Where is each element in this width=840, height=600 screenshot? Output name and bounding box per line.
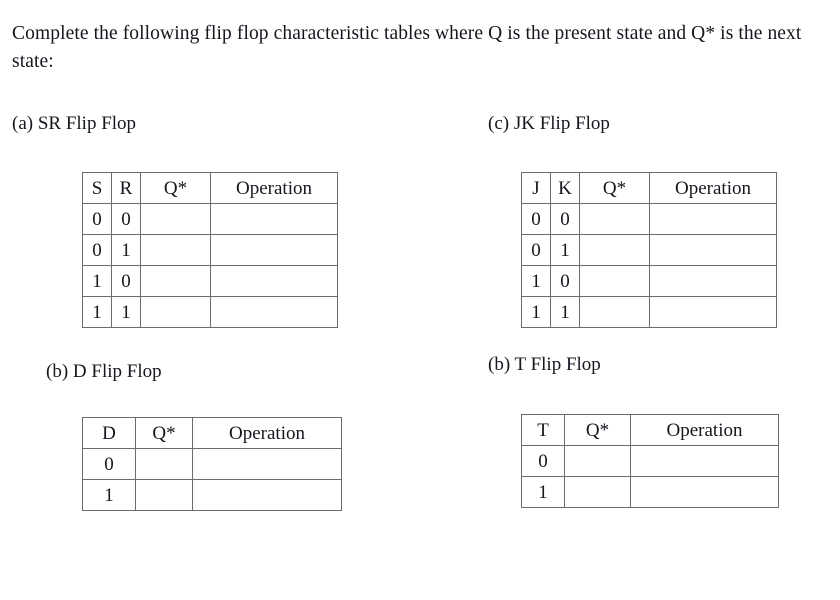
column-header-q-next: Q* — [135, 417, 193, 449]
column-header-q-next: Q* — [140, 172, 211, 204]
column-header-r: R — [111, 172, 141, 204]
cell-s: 1 — [82, 296, 112, 328]
section-label-jk-flip-flop: (c) JK Flip Flop — [488, 113, 610, 134]
cell-q-next-input[interactable] — [579, 296, 650, 328]
cell-q-next-input[interactable] — [140, 265, 211, 297]
cell-t: 0 — [521, 445, 565, 477]
cell-j: 1 — [521, 265, 551, 297]
cell-operation-input[interactable] — [630, 445, 779, 477]
cell-operation-input[interactable] — [630, 476, 779, 508]
table-header-row: D Q* Operation — [82, 417, 342, 449]
cell-k: 1 — [550, 296, 580, 328]
cell-operation-input[interactable] — [192, 479, 342, 511]
table-row: 0 — [82, 448, 342, 480]
cell-k: 0 — [550, 203, 580, 235]
jk-flip-flop-table: J K Q* Operation 0 0 0 1 1 0 1 1 — [521, 172, 777, 328]
cell-operation-input[interactable] — [649, 296, 777, 328]
cell-r: 1 — [111, 234, 141, 266]
cell-j: 0 — [521, 234, 551, 266]
cell-t: 1 — [521, 476, 565, 508]
table-row: 1 — [82, 479, 342, 511]
table-row: 0 0 — [82, 203, 338, 235]
section-label-t-flip-flop: (b) T Flip Flop — [488, 354, 601, 375]
table-row: 1 1 — [82, 296, 338, 328]
table-header-row: S R Q* Operation — [82, 172, 338, 204]
cell-j: 0 — [521, 203, 551, 235]
column-header-q-next: Q* — [564, 414, 631, 446]
cell-operation-input[interactable] — [192, 448, 342, 480]
d-flip-flop-table: D Q* Operation 0 1 — [82, 417, 342, 511]
column-header-operation: Operation — [649, 172, 777, 204]
cell-q-next-input[interactable] — [579, 203, 650, 235]
column-header-operation: Operation — [192, 417, 342, 449]
cell-operation-input[interactable] — [649, 234, 777, 266]
cell-operation-input[interactable] — [649, 265, 777, 297]
cell-s: 0 — [82, 203, 112, 235]
column-header-d: D — [82, 417, 136, 449]
cell-q-next-input[interactable] — [135, 448, 193, 480]
table-row: 1 — [521, 476, 779, 508]
instructions-paragraph: Complete the following flip flop charact… — [12, 23, 802, 72]
cell-r: 0 — [111, 265, 141, 297]
column-header-t: T — [521, 414, 565, 446]
table-row: 1 1 — [521, 296, 777, 328]
column-header-s: S — [82, 172, 112, 204]
column-header-j: J — [521, 172, 551, 204]
cell-operation-input[interactable] — [210, 296, 338, 328]
cell-k: 1 — [550, 234, 580, 266]
section-label-d-flip-flop: (b) D Flip Flop — [46, 361, 162, 382]
cell-q-next-input[interactable] — [140, 234, 211, 266]
cell-q-next-input[interactable] — [564, 476, 631, 508]
table-row: 0 1 — [521, 234, 777, 266]
cell-operation-input[interactable] — [210, 203, 338, 235]
cell-operation-input[interactable] — [649, 203, 777, 235]
column-header-operation: Operation — [210, 172, 338, 204]
column-header-operation: Operation — [630, 414, 779, 446]
cell-d: 1 — [82, 479, 136, 511]
cell-q-next-input[interactable] — [564, 445, 631, 477]
cell-operation-input[interactable] — [210, 265, 338, 297]
table-header-row: T Q* Operation — [521, 414, 779, 446]
cell-s: 0 — [82, 234, 112, 266]
cell-q-next-input[interactable] — [140, 296, 211, 328]
cell-r: 1 — [111, 296, 141, 328]
cell-j: 1 — [521, 296, 551, 328]
table-row: 1 0 — [521, 265, 777, 297]
t-flip-flop-table: T Q* Operation 0 1 — [521, 414, 779, 508]
cell-s: 1 — [82, 265, 112, 297]
section-label-sr-flip-flop: (a) SR Flip Flop — [12, 113, 137, 134]
cell-q-next-input[interactable] — [140, 203, 211, 235]
cell-d: 0 — [82, 448, 136, 480]
table-row: 0 — [521, 445, 779, 477]
sr-flip-flop-table: S R Q* Operation 0 0 0 1 1 0 1 1 — [82, 172, 338, 328]
cell-k: 0 — [550, 265, 580, 297]
cell-q-next-input[interactable] — [579, 265, 650, 297]
column-header-q-next: Q* — [579, 172, 650, 204]
column-header-k: K — [550, 172, 580, 204]
table-row: 0 1 — [82, 234, 338, 266]
table-row: 1 0 — [82, 265, 338, 297]
cell-operation-input[interactable] — [210, 234, 338, 266]
cell-q-next-input[interactable] — [135, 479, 193, 511]
table-header-row: J K Q* Operation — [521, 172, 777, 204]
cell-r: 0 — [111, 203, 141, 235]
cell-q-next-input[interactable] — [579, 234, 650, 266]
table-row: 0 0 — [521, 203, 777, 235]
